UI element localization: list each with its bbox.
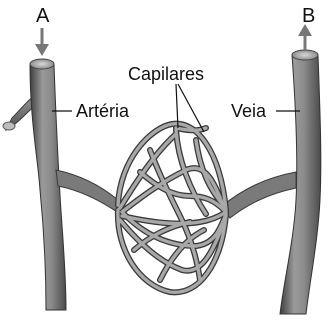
vein-opening <box>292 50 318 60</box>
label-veia: Veia <box>231 101 267 121</box>
capillary-bed <box>118 124 226 293</box>
vein <box>222 50 321 314</box>
arrow-a-icon <box>35 28 49 56</box>
artery-trunk <box>30 65 66 310</box>
arteriole <box>56 170 120 214</box>
label-a: A <box>36 5 50 27</box>
label-capilares: Capilares <box>128 64 204 84</box>
label-b: B <box>302 5 315 27</box>
label-arteria: Artéria <box>76 101 130 121</box>
arrow-b-icon <box>298 24 312 50</box>
artery <box>3 59 120 310</box>
venule <box>222 172 296 218</box>
artery-opening <box>30 59 54 69</box>
artery-branch-opening <box>3 122 15 130</box>
